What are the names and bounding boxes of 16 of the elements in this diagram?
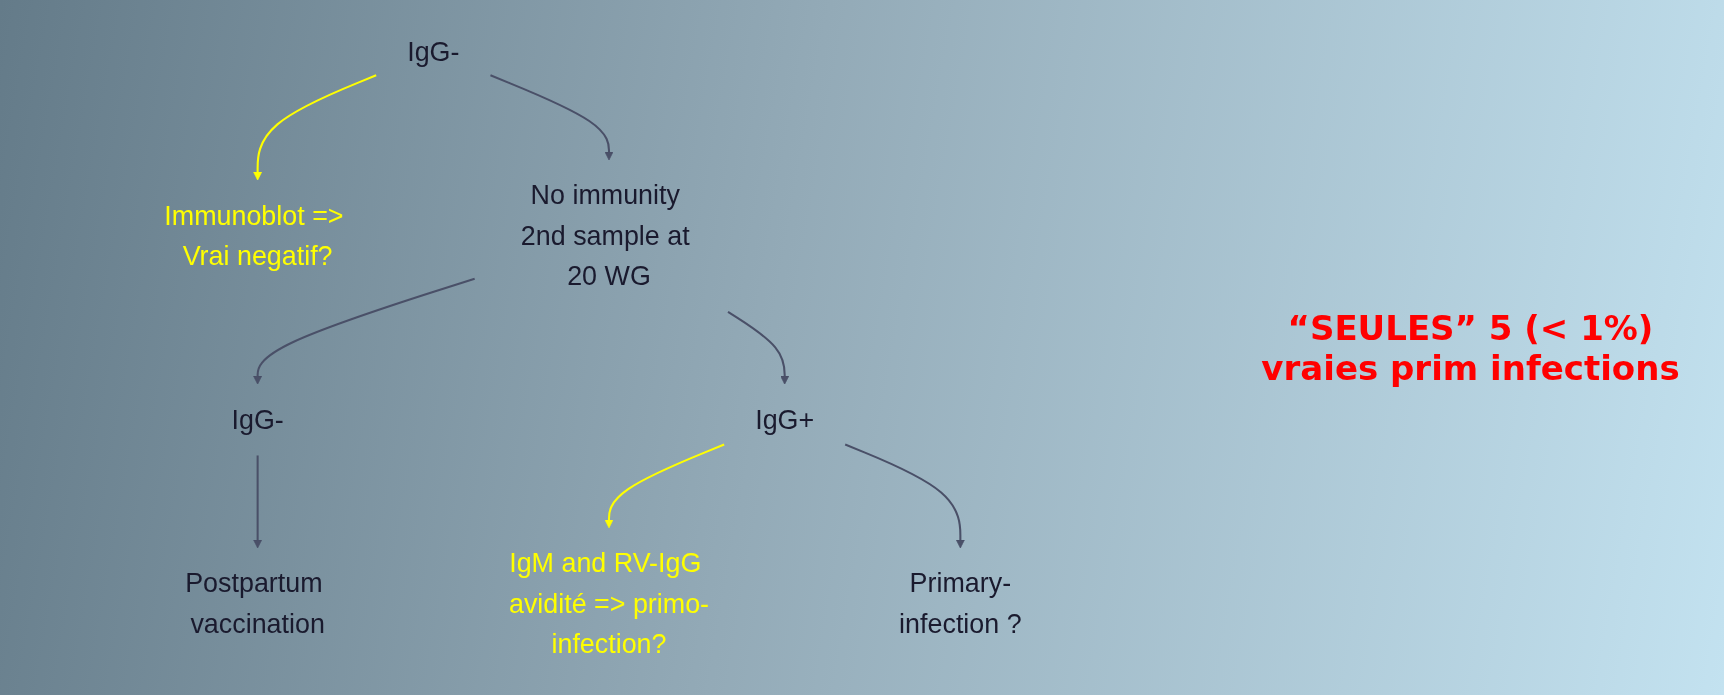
node-text: IgM and RV-IgG avidité => primo-infection?	[508, 546, 709, 659]
node-text: IgG-	[406, 35, 459, 67]
note-text: “SEULES” 5 (< 1%) vraies prim infections	[1260, 307, 1681, 388]
arrow	[844, 443, 965, 548]
node-text: Primary-infection ?	[898, 567, 1022, 639]
arrow	[252, 455, 262, 548]
arrow	[603, 443, 725, 528]
arrow	[726, 310, 789, 385]
node-text: Postpartum vaccination	[184, 567, 325, 639]
arrow	[252, 277, 475, 385]
arrow	[489, 73, 614, 160]
node-text: No immunity 2nd sample at 20 WG	[520, 179, 690, 291]
node-text: Immunoblot => Vrai negatif?	[163, 199, 344, 271]
arrow	[252, 73, 377, 180]
node-text: IgG-	[231, 403, 284, 435]
node-text: IgG+	[754, 403, 814, 435]
